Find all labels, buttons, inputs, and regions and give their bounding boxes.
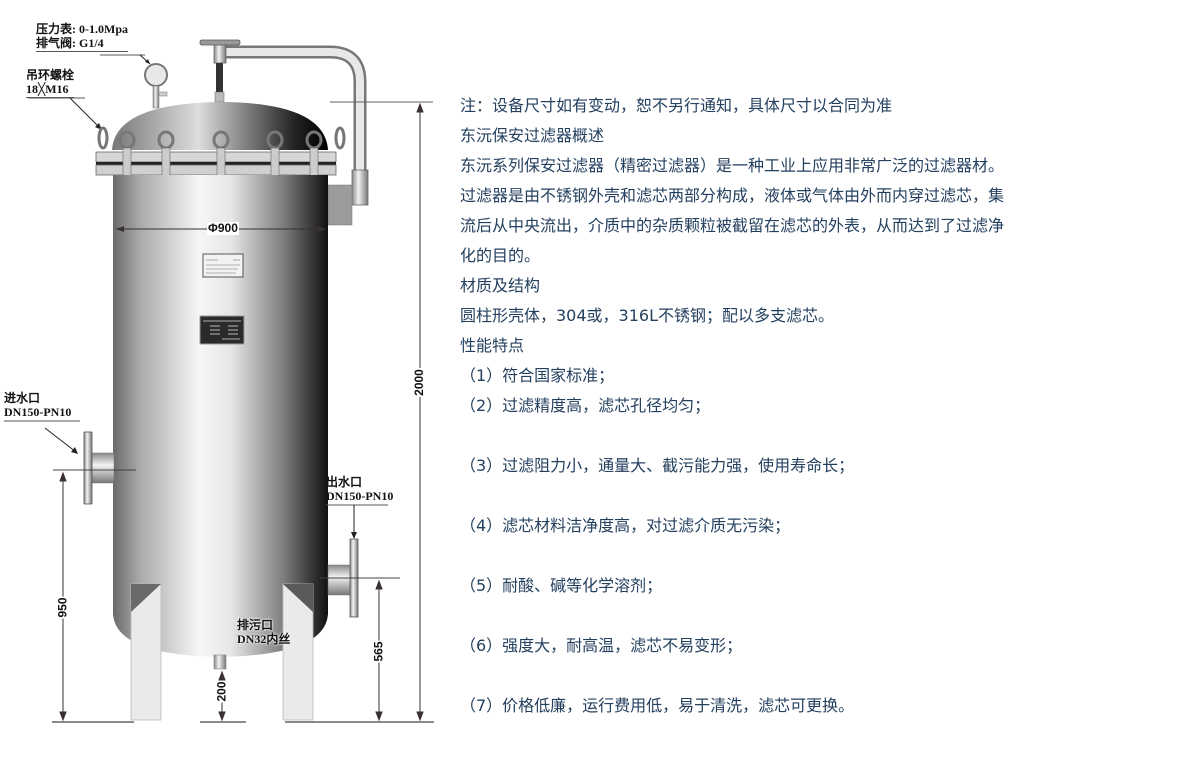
outlet-spec: DN150-PN10 <box>326 489 394 503</box>
features-heading: 性能特点 <box>460 336 525 355</box>
drain-label: 排污口 DN32内丝 <box>237 618 290 646</box>
disclaimer-note: 注：设备尺寸如有变动，恕不另行通知，具体尺寸以合同为准 <box>460 96 893 115</box>
feature-item: （5）耐酸、碱等化学溶剂； <box>460 576 663 595</box>
drain-height-dimension: 200 <box>214 680 229 703</box>
filter-vessel-diagram: 压力表: 0-1.0Mpa 排气阀: G1/4 吊环螺栓 18╳M16 进水口 … <box>0 0 450 763</box>
overview-heading: 东沅保安过滤器概述 <box>460 126 605 145</box>
total-height-dimension: 2000 <box>411 368 426 397</box>
feature-item: （2）过滤精度高，滤芯孔径均匀； <box>460 396 711 415</box>
overview-line: 化的目的。 <box>460 246 541 265</box>
material-text: 圆柱形壳体，304或，316L不锈钢；配以多支滤芯。 <box>460 306 834 325</box>
feature-item: （4）滤芯材料洁净度高，对过滤介质无污染； <box>460 516 791 535</box>
feature-item: （7）价格低廉，运行费用低，易于清洗，滤芯可更换。 <box>460 696 855 715</box>
inlet-title: 进水口 <box>4 391 41 405</box>
overview-line: 东沅系列保安过滤器（精密过滤器）是一种工业上应用非常广泛的过滤器材。 <box>460 156 1005 175</box>
pressure-gauge-label: 压力表: 0-1.0Mpa 排气阀: G1/4 <box>36 22 128 52</box>
drain-spec: DN32内丝 <box>237 632 291 646</box>
eye-bolt-label: 吊环螺栓 18╳M16 <box>26 68 75 98</box>
eye-bolt-spec: 18╳M16 <box>26 82 75 98</box>
vent-valve-spec: 排气阀: G1/4 <box>36 36 128 52</box>
pressure-gauge-spec: 压力表: 0-1.0Mpa <box>36 22 128 36</box>
feature-item: （3）过滤阻力小，通量大、截污能力强，使用寿命长； <box>460 456 855 475</box>
vessel-drawing <box>4 39 434 723</box>
inlet-spec: DN150-PN10 <box>4 405 72 419</box>
outlet-height-dimension: 565 <box>371 640 386 663</box>
overview-line: 过滤器是由不锈钢外壳和滤芯两部分构成，液体或气体由外而内穿过滤芯，集 <box>460 186 1005 205</box>
outlet-label: 出水口 DN150-PN10 <box>326 475 393 503</box>
outlet-title: 出水口 <box>326 475 363 489</box>
drain-title: 排污口 <box>237 618 274 632</box>
eye-bolt-title: 吊环螺栓 <box>26 68 75 82</box>
diameter-dimension: Φ900 <box>207 221 239 235</box>
inlet-height-dimension: 950 <box>55 596 70 619</box>
inlet-label: 进水口 DN150-PN10 <box>4 391 71 419</box>
description-panel: 注：设备尺寸如有变动，恕不另行通知，具体尺寸以合同为准 东沅保安过滤器概述 东沅… <box>460 91 1160 721</box>
feature-item: （1）符合国家标准； <box>460 366 615 385</box>
material-heading: 材质及结构 <box>460 276 541 295</box>
overview-line: 流后从中央流出，介质中的杂质颗粒被截留在滤芯的外表，从而达到了过滤净 <box>460 216 1005 235</box>
feature-item: （6）强度大，耐高温，滤芯不易变形； <box>460 636 743 655</box>
